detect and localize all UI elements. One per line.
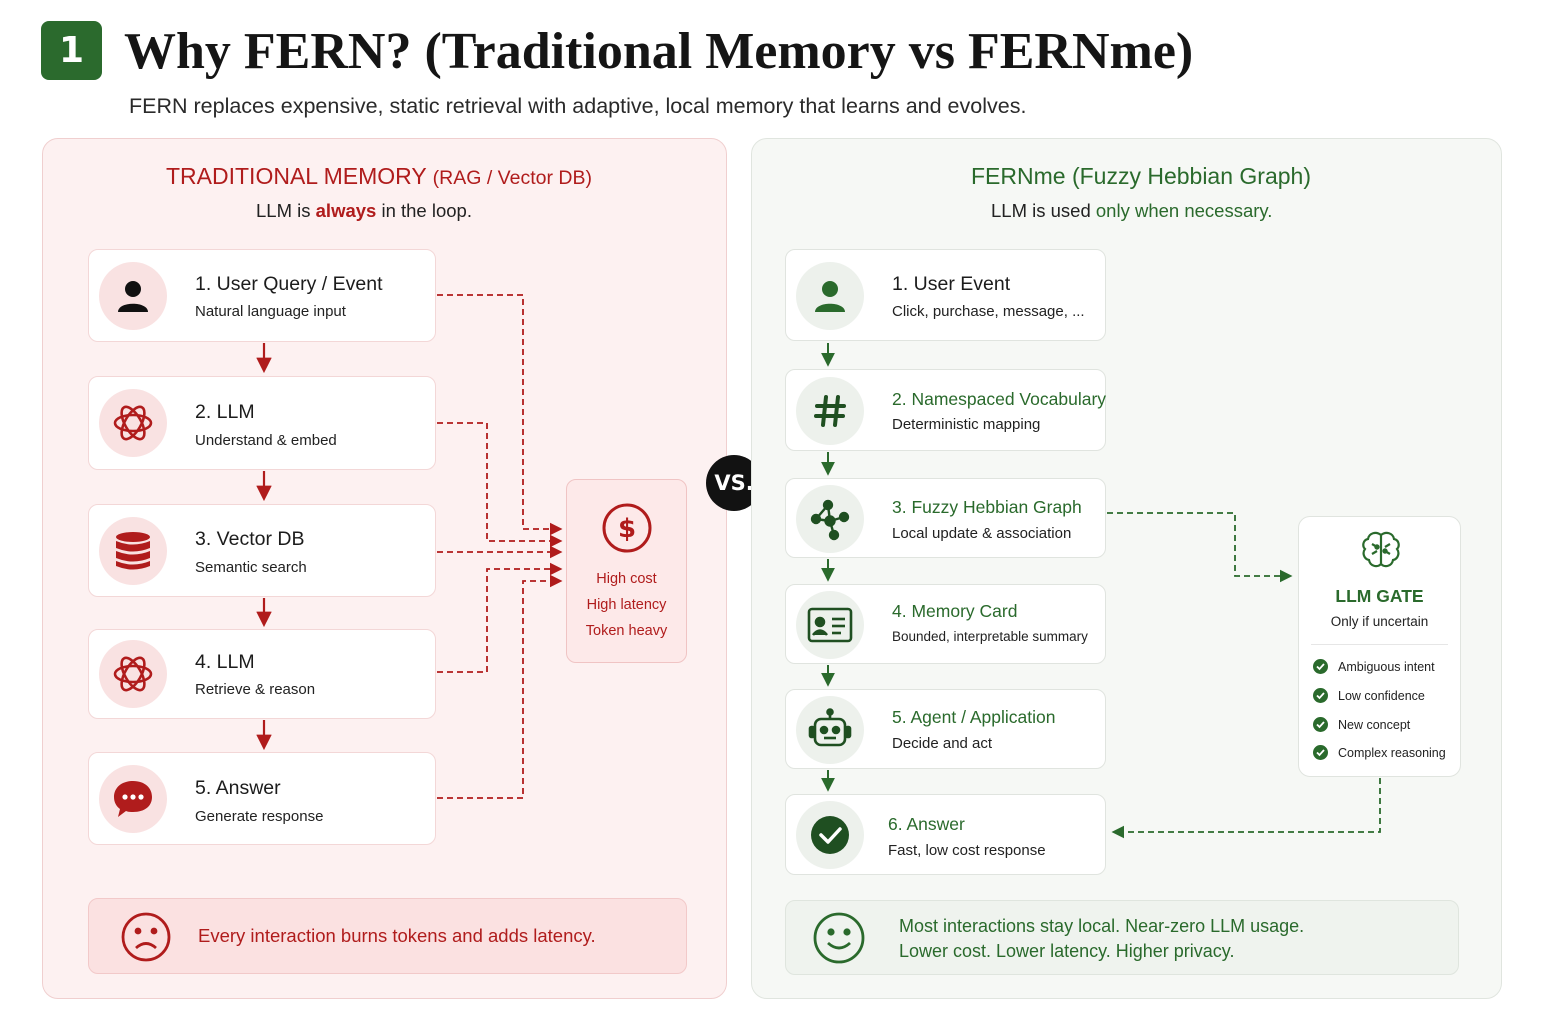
- fernme-sub-pre: LLM is used: [991, 200, 1096, 221]
- check-icon: [1313, 688, 1328, 703]
- trad-step-vector-db: 3. Vector DB Semantic search: [88, 504, 436, 597]
- fern-step-desc: Bounded, interpretable summary: [892, 629, 1088, 644]
- traditional-panel-title: TRADITIONAL MEMORY (RAG / Vector DB): [166, 163, 592, 190]
- fern-step-desc: Deterministic mapping: [892, 416, 1041, 433]
- traditional-panel-subtitle: LLM is always in the loop.: [256, 200, 472, 222]
- database-icon: [99, 517, 167, 585]
- traditional-sub-pre: LLM is: [256, 200, 316, 221]
- id-card-icon: [796, 591, 864, 659]
- chat-bubble-icon: [99, 765, 167, 833]
- trad-step-user-query: 1. User Query / Event Natural language i…: [88, 249, 436, 342]
- page-title: Why FERN? (Traditional Memory vs FERNme): [124, 23, 1194, 80]
- graph-icon: [796, 485, 864, 553]
- trad-step-answer: 5. Answer Generate response: [88, 752, 436, 845]
- user-icon: [796, 262, 864, 330]
- fernme-panel-subtitle: LLM is used only when necessary.: [991, 200, 1272, 222]
- cost-token-heavy: Token heavy: [585, 623, 668, 639]
- gate-condition-label: Complex reasoning: [1338, 745, 1446, 760]
- trad-step-title: 5. Answer: [195, 777, 281, 799]
- fern-step-desc: Decide and act: [892, 735, 993, 752]
- fern-step-vocabulary: 2. Namespaced Vocabulary Deterministic m…: [785, 369, 1106, 451]
- llm-gate-title: LLM GATE: [1335, 586, 1424, 606]
- fern-step-title: 2. Namespaced Vocabulary: [892, 389, 1107, 409]
- fernme-footer-line2: Lower cost. Lower latency. Higher privac…: [899, 941, 1235, 961]
- trad-step-title: 1. User Query / Event: [195, 273, 383, 295]
- gate-condition-label: Low confidence: [1338, 688, 1425, 703]
- trad-step-desc: Understand & embed: [195, 432, 337, 449]
- fern-step-desc: Local update & association: [892, 525, 1072, 542]
- llm-icon: [99, 389, 167, 457]
- llm-gate-box: LLM GATE Only if uncertain Ambiguous int…: [1298, 516, 1461, 777]
- traditional-sub-post: in the loop.: [376, 200, 472, 221]
- trad-step-title: 4. LLM: [195, 651, 255, 673]
- hash-icon: [796, 377, 864, 445]
- svg-text:$: $: [618, 514, 636, 544]
- fernme-sub-emphasis: only when necessary.: [1095, 200, 1273, 221]
- page-subtitle: FERN replaces expensive, static retrieva…: [129, 94, 1027, 118]
- fern-step-title: 1. User Event: [892, 273, 1011, 295]
- trad-step-desc: Retrieve & reason: [195, 681, 316, 698]
- section-number-badge: 1: [41, 21, 102, 80]
- fern-step-title: 6. Answer: [888, 814, 965, 834]
- llm-gate-divider: [1311, 644, 1448, 645]
- traditional-footer-text: Every interaction burns tokens and adds …: [198, 925, 596, 946]
- trad-step-desc: Semantic search: [195, 559, 307, 576]
- fernme-footer-line1: Most interactions stay local. Near-zero …: [899, 916, 1305, 936]
- traditional-title-main: TRADITIONAL MEMORY: [166, 163, 427, 189]
- fern-step-agent: 5. Agent / Application Decide and act: [785, 689, 1106, 769]
- traditional-title-paren: (RAG / Vector DB): [432, 167, 592, 189]
- llm-gate-subtitle: Only if uncertain: [1330, 614, 1429, 629]
- brain-icon: [1360, 529, 1402, 578]
- cost-summary-box: $ High cost High latency Token heavy: [566, 479, 687, 663]
- gate-condition-label: Ambiguous intent: [1338, 659, 1435, 674]
- trad-step-title: 3. Vector DB: [195, 528, 305, 550]
- trad-step-title: 2. LLM: [195, 401, 255, 423]
- check-icon: [1313, 717, 1328, 732]
- trad-step-desc: Generate response: [195, 808, 324, 825]
- fernme-footer: Most interactions stay local. Near-zero …: [785, 900, 1459, 975]
- gate-condition: New concept: [1313, 717, 1410, 732]
- check-circle-icon: [796, 801, 864, 869]
- fern-step-memory-card: 4. Memory Card Bounded, interpretable su…: [785, 584, 1106, 664]
- fern-step-title: 5. Agent / Application: [892, 707, 1056, 727]
- gate-condition: Low confidence: [1313, 688, 1425, 703]
- fern-step-answer: 6. Answer Fast, low cost response: [785, 794, 1106, 875]
- trad-step-desc: Natural language input: [195, 303, 346, 320]
- fern-step-desc: Click, purchase, message, ...: [892, 303, 1085, 320]
- fern-step-hebbian-graph: 3. Fuzzy Hebbian Graph Local update & as…: [785, 478, 1106, 558]
- llm-icon: [99, 640, 167, 708]
- sad-face-icon: [120, 911, 172, 968]
- smile-face-icon: [812, 911, 866, 970]
- trad-step-llm-embed: 2. LLM Understand & embed: [88, 376, 436, 470]
- dollar-icon: $: [601, 502, 653, 559]
- gate-condition-label: New concept: [1338, 717, 1411, 732]
- traditional-footer: Every interaction burns tokens and adds …: [88, 898, 687, 974]
- user-icon: [99, 262, 167, 330]
- check-icon: [1313, 659, 1328, 674]
- robot-icon: [796, 696, 864, 764]
- cost-high-cost: High cost: [596, 571, 657, 587]
- check-icon: [1313, 745, 1328, 760]
- fern-step-desc: Fast, low cost response: [888, 842, 1046, 859]
- gate-condition: Complex reasoning: [1313, 745, 1446, 760]
- cost-high-latency: High latency: [586, 597, 667, 613]
- trad-step-llm-reason: 4. LLM Retrieve & reason: [88, 629, 436, 719]
- fern-step-user-event: 1. User Event Click, purchase, message, …: [785, 249, 1106, 341]
- fernme-panel-title: FERNme (Fuzzy Hebbian Graph): [971, 163, 1311, 189]
- fern-step-title: 3. Fuzzy Hebbian Graph: [892, 497, 1082, 517]
- gate-condition: Ambiguous intent: [1313, 659, 1435, 674]
- traditional-sub-emphasis: always: [315, 200, 377, 221]
- fern-step-title: 4. Memory Card: [892, 601, 1018, 621]
